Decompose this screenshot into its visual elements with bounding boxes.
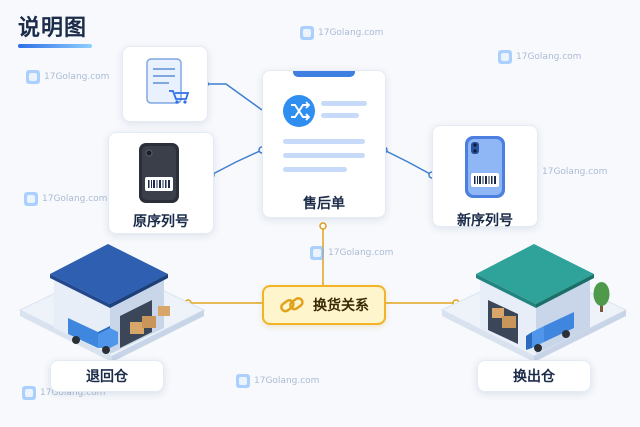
watermark: 17Golang.com — [498, 50, 581, 64]
watermark-logo-icon — [236, 374, 250, 388]
exchange-warehouse-illustration — [440, 244, 628, 360]
connector-doc-order — [206, 83, 263, 111]
watermark-text: 17Golang.com — [42, 193, 108, 204]
watermark: 17Golang.com — [310, 246, 393, 260]
watermark-text: 17Golang.com — [44, 71, 110, 82]
watermark-logo-icon — [26, 70, 40, 84]
return-warehouse-illustration — [18, 244, 206, 360]
connector-order-new-serial — [383, 149, 433, 176]
watermark-logo-icon — [22, 386, 36, 400]
exchange-relation-box: 换货关系 — [262, 285, 386, 325]
watermark-text: 17Golang.com — [40, 387, 106, 398]
relation-label: 换货关系 — [313, 298, 369, 314]
watermark-text: 17Golang.com — [542, 166, 608, 177]
document-cart-icon — [146, 58, 190, 104]
title-underline — [18, 44, 92, 48]
order-label: 售后单 — [303, 196, 345, 212]
watermark-text: 17Golang.com — [516, 51, 582, 62]
new-serial-card: 新序列号 — [432, 125, 538, 229]
page-title: 说明图 — [18, 16, 88, 41]
exchange-warehouse-label: 换出仓 — [477, 360, 591, 392]
watermark-logo-icon — [310, 246, 324, 260]
document-card — [122, 46, 208, 122]
truck-icon — [526, 312, 574, 352]
watermark-logo-icon — [24, 192, 38, 206]
clipboard-illustration — [283, 71, 367, 172]
watermark-text: 17Golang.com — [254, 375, 320, 386]
old-serial-card: 原序列号 — [108, 132, 214, 234]
old-serial-label: 原序列号 — [133, 214, 189, 230]
truck-icon — [68, 318, 118, 354]
after-sales-order-card: 售后单 — [262, 70, 386, 218]
link-icon — [280, 297, 304, 313]
watermark: 17Golang.com — [22, 386, 105, 400]
new-serial-label: 新序列号 — [457, 213, 513, 229]
connector-old-serial-order — [210, 149, 263, 176]
return-warehouse-label: 退回仓 — [50, 360, 164, 392]
watermark-logo-icon — [300, 26, 314, 40]
watermark: 17Golang.com — [26, 70, 109, 84]
watermark: 17Golang.com — [300, 26, 383, 40]
connector-dot — [319, 222, 327, 230]
watermark: 17Golang.com — [236, 374, 319, 388]
watermark-logo-icon — [498, 50, 512, 64]
old-phone-icon — [139, 143, 179, 203]
clipboard-clip-icon — [293, 71, 355, 77]
watermark-text: 17Golang.com — [318, 27, 384, 38]
watermark: 17Golang.com — [24, 192, 107, 206]
watermark-text: 17Golang.com — [328, 247, 394, 258]
new-phone-icon — [465, 136, 505, 198]
